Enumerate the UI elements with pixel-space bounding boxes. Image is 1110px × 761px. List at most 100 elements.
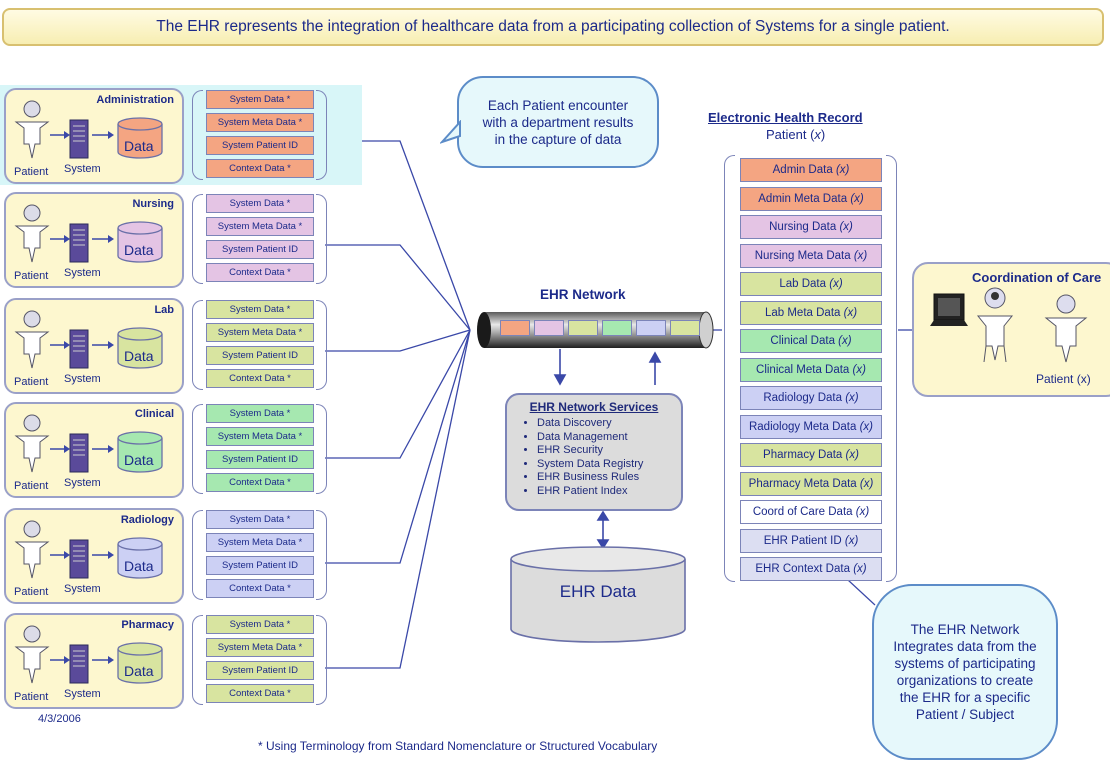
subtitle-suffix: ) (820, 127, 826, 142)
ehr-row-suffix: (x) (845, 449, 859, 461)
ehr-data-cylinder (510, 546, 686, 643)
arrow-icon (50, 551, 70, 559)
doctor-icon (976, 287, 1014, 363)
services-list: Data DiscoveryData ManagementEHR Securit… (507, 417, 681, 498)
date-label: 4/3/2006 (38, 713, 81, 725)
system-data-row: System Patient ID (206, 136, 314, 155)
data-label: Data (124, 242, 154, 258)
brace-right (316, 615, 327, 705)
service-item: EHR Patient Index (537, 485, 681, 499)
system-label: System (64, 267, 101, 279)
brace-right (316, 90, 327, 180)
ehr-row-suffix: (x) (859, 420, 874, 433)
ehr-row-suffix: (x) (850, 192, 864, 205)
ehr-row: Lab Data (x) (740, 272, 882, 296)
coordination-box: Coordination of Care Patient (x) (912, 262, 1110, 397)
dept-title: Clinical (134, 408, 174, 420)
database-icon (117, 327, 163, 369)
network-segment (500, 320, 530, 336)
arrow-icon (92, 445, 114, 453)
system-data-row: Context Data * (206, 684, 314, 703)
dept-title: Pharmacy (121, 619, 174, 631)
patient-label: Patient (14, 480, 49, 492)
system-data-row: System Data * (206, 510, 314, 529)
arrow-icon (92, 551, 114, 559)
ehr-row: Pharmacy Meta Data (x) (740, 471, 882, 496)
data-label: Data (124, 348, 154, 364)
network-segment (568, 320, 598, 336)
system-data-row: System Meta Data * (206, 113, 314, 132)
integration-bubble: The EHR Network Integrates data from the… (872, 584, 1058, 760)
brace-left (192, 615, 203, 705)
brace-left (192, 510, 203, 600)
ehr-row-suffix: (x) (859, 477, 874, 490)
system-data-row: System Patient ID (206, 450, 314, 469)
ehr-row-suffix: (x) (844, 534, 859, 547)
system-data-row: Context Data * (206, 579, 314, 598)
data-label: Data (124, 138, 154, 154)
system-label: System (64, 477, 101, 489)
system-data-row: System Meta Data * (206, 323, 314, 342)
ehr-row: EHR Patient ID (x) (740, 528, 882, 553)
ehr-row: Nursing Data (x) (740, 215, 882, 239)
system-data-row: Context Data * (206, 369, 314, 388)
brace-left (192, 300, 203, 390)
ehr-row-label: Clinical Data (770, 335, 835, 347)
ehr-row: EHR Context Data (x) (740, 557, 882, 581)
database-icon (117, 537, 163, 579)
system-data-row: System Data * (206, 300, 314, 319)
patient-icon (1044, 294, 1088, 363)
system-label: System (64, 688, 101, 700)
ehr-row-suffix: (x) (839, 221, 853, 233)
arrow-icon (50, 656, 70, 664)
brace-right (316, 510, 327, 600)
data-label: Data (124, 452, 154, 468)
system-data-row: System Meta Data * (206, 638, 314, 657)
patient-icon (14, 310, 50, 369)
ehr-row-suffix: (x) (853, 249, 868, 262)
patient-label: Patient (14, 691, 49, 703)
network-segment (636, 320, 666, 336)
patient-label: Patient (14, 376, 49, 388)
ehr-row: Lab Meta Data (x) (740, 300, 882, 325)
data-label: Data (124, 558, 154, 574)
server-icon (69, 644, 89, 684)
ehr-row-label: Coord of Care Data (752, 506, 853, 518)
service-item: Data Discovery (537, 417, 681, 431)
system-data-row: Context Data * (206, 263, 314, 282)
ehr-row-label: EHR Context Data (755, 563, 850, 575)
ehr-row: Coord of Care Data (x) (740, 500, 882, 524)
dept-title: Administration (96, 94, 174, 106)
arrow-icon (50, 341, 70, 349)
ehr-row: Clinical Data (x) (740, 329, 882, 353)
ehr-brace-right (886, 155, 897, 582)
ehr-record-subtitle: Patient (x) (766, 127, 825, 142)
patient-label: Patient (14, 586, 49, 598)
ehr-row-label: Radiology Data (763, 392, 842, 404)
ehr-row-label: Admin Meta Data (758, 192, 848, 205)
encounter-bubble-text: Each Patient encounter with a department… (482, 97, 634, 147)
system-data-row: System Patient ID (206, 346, 314, 365)
database-icon (117, 642, 163, 684)
dept-title: Lab (154, 304, 174, 316)
services-title: EHR Network Services (529, 400, 659, 414)
integration-bubble-text: The EHR Network Integrates data from the… (893, 622, 1037, 722)
system-data-row: Context Data * (206, 473, 314, 492)
database-icon (117, 221, 163, 263)
database-icon (117, 431, 163, 473)
ehr-row-suffix: (x) (855, 506, 870, 518)
system-label: System (64, 373, 101, 385)
server-icon (69, 329, 89, 369)
ehr-row: Radiology Meta Data (x) (740, 414, 882, 439)
subtitle-prefix: Patient ( (766, 127, 815, 142)
server-icon (69, 223, 89, 263)
ehr-brace-left (724, 155, 735, 582)
ehr-row: Nursing Meta Data (x) (740, 243, 882, 268)
brace-left (192, 90, 203, 180)
